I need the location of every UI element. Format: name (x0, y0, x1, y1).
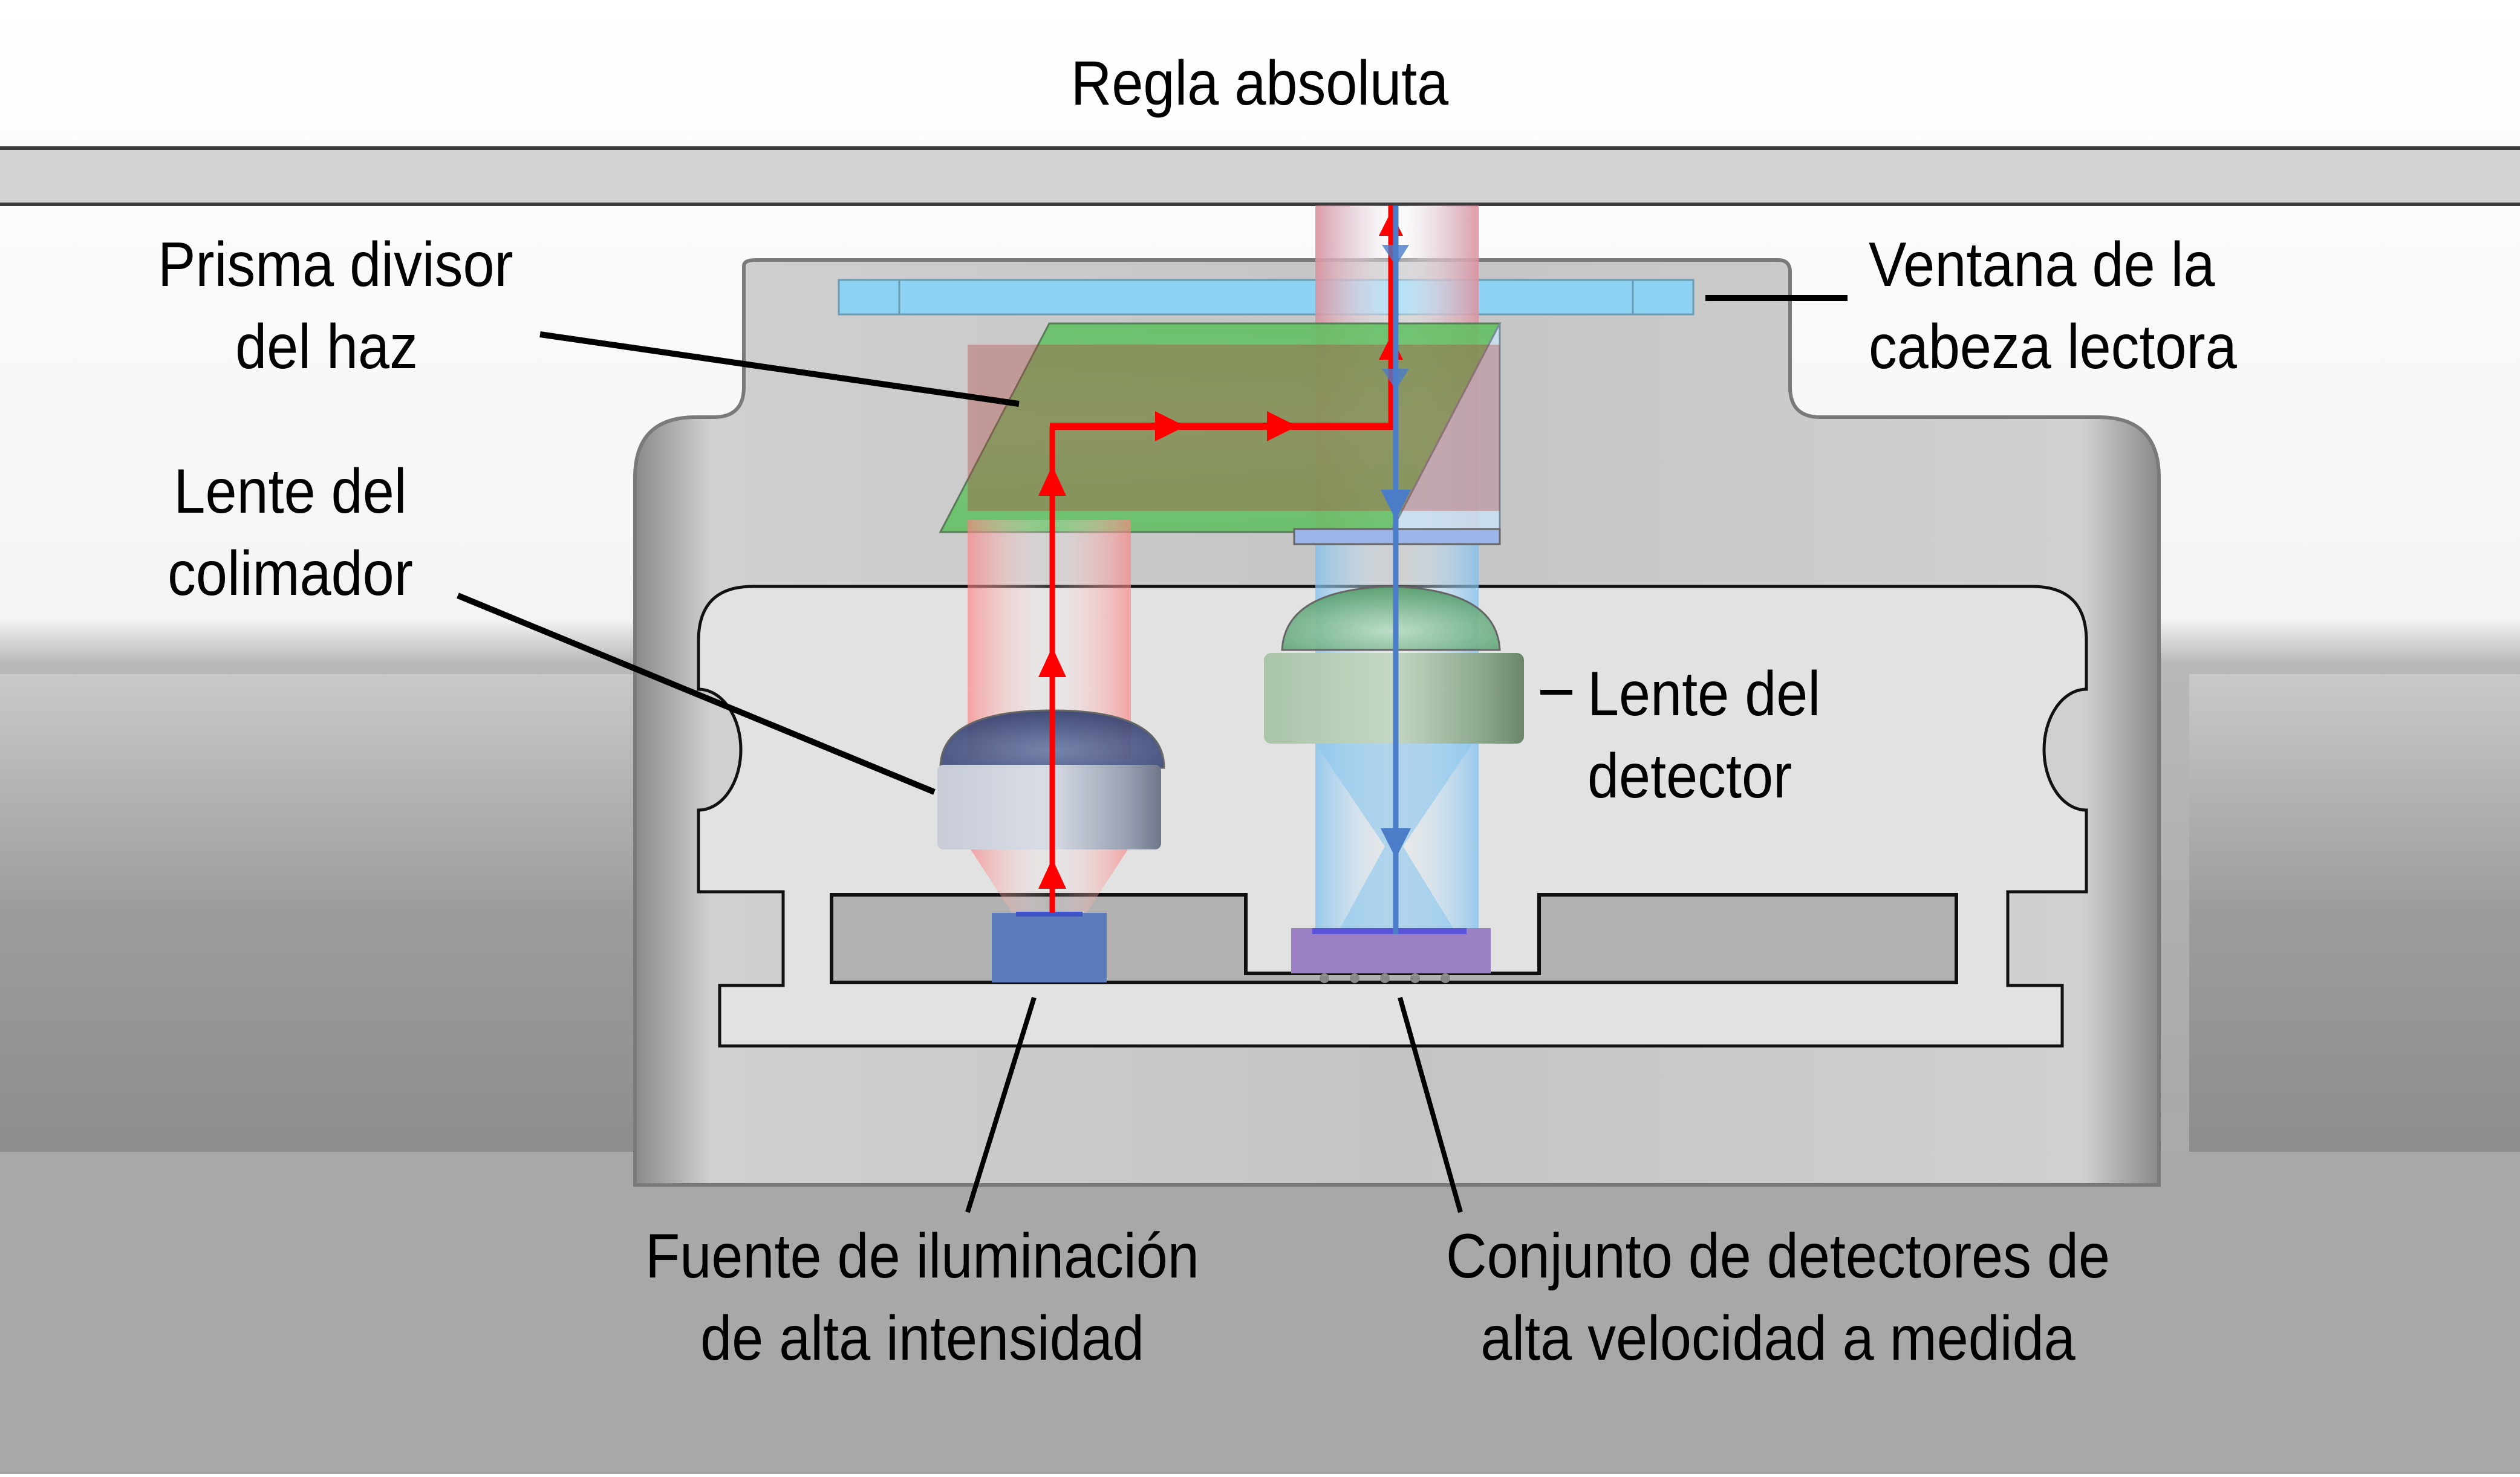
collimator-lens (937, 765, 1161, 849)
leader-lines (457, 295, 1848, 1213)
red-arrow (1267, 411, 1297, 441)
light-source-emitter (1016, 912, 1083, 917)
detector-lens-dome (1281, 585, 1501, 651)
blue-arrow (1381, 828, 1411, 859)
read-head-window (838, 279, 1695, 316)
detector-pins (1320, 973, 1450, 983)
label-collimator-lens: Lente del colimador (168, 456, 413, 609)
blue-arrow (1382, 369, 1409, 390)
housing-lower-body (0, 1152, 2520, 1474)
red-arrow (1038, 647, 1066, 677)
detector-array-chip (1291, 928, 1491, 973)
housing-left-arm (0, 674, 635, 1152)
label-detector-array: Conjunto de detectores de alta velocidad… (1446, 1221, 2110, 1374)
red-arrow (1038, 859, 1066, 889)
leader-beam-splitter (539, 331, 1020, 407)
absolute-ruler (0, 147, 2520, 206)
detector-array-sensor (1312, 928, 1467, 934)
red-arrow (1038, 466, 1066, 496)
circuit-board (830, 893, 1958, 984)
label-beam-splitter: Prisma divisor del haz (158, 230, 513, 382)
housing-right-arm (2189, 674, 2520, 1152)
light-source (992, 913, 1107, 982)
blue-beam-path (1381, 206, 1411, 934)
leader-detector-array (1398, 996, 1463, 1213)
blue-arrow (1381, 490, 1411, 520)
title-regla-absoluta: Regla absoluta (1070, 48, 1449, 118)
label-detector-lens: Lente del detector (1587, 659, 1821, 811)
label-window: Ventana de la cabeza lectora (1869, 230, 2237, 382)
label-light-source: Fuente de iluminación de alta intensidad (645, 1221, 1199, 1374)
leader-light-source (965, 996, 1037, 1213)
blue-arrow (1382, 245, 1409, 266)
leader-collimator-lens (457, 592, 936, 795)
red-arrow (1155, 411, 1185, 441)
